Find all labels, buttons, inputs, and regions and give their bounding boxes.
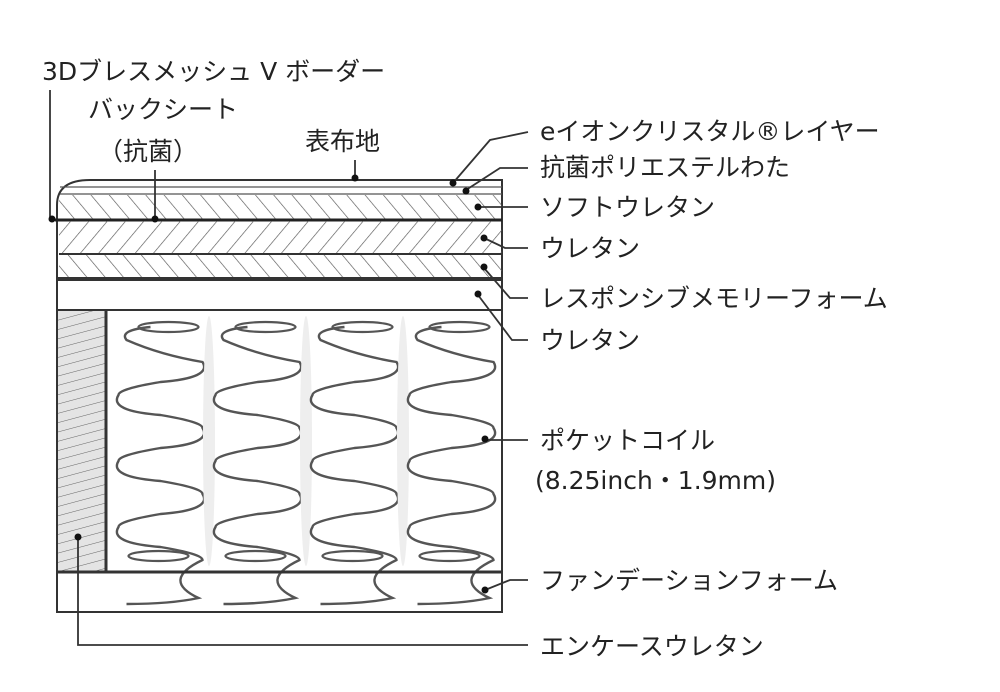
label-foundation-foam: ファンデーションフォーム <box>540 566 838 595</box>
label-encase-urethane: エンケースウレタン <box>540 632 764 661</box>
label-3d-mesh-border: 3Dブレスメッシュ V ボーダー <box>42 57 385 86</box>
leader-dots <box>48 174 489 594</box>
pocket-coil-spring <box>115 325 206 606</box>
memory-foam-layer <box>59 255 502 277</box>
coil-pocket-separator <box>203 316 215 566</box>
label-pocket-coil-spec: (8.25inch・1.9mm) <box>535 466 776 495</box>
soft-urethane-layer <box>59 195 502 219</box>
coil-end-ring <box>137 320 200 334</box>
label-cover-fabric: 表布地 <box>305 127 380 156</box>
coil-end-ring <box>418 549 481 563</box>
label-memory-foam: レスポンシブメモリーフォーム <box>540 284 888 313</box>
coil-end-ring <box>234 320 297 334</box>
coil-pocket-separator <box>300 316 312 566</box>
pocket-coils <box>115 316 497 606</box>
label-urethane-2: ウレタン <box>540 326 640 355</box>
coil-end-ring <box>321 549 384 563</box>
label-back-sheet: バックシート <box>88 95 238 124</box>
coil-end-ring <box>127 549 190 563</box>
leader-lines <box>49 90 529 646</box>
label-polyester: 抗菌ポリエステルわた <box>540 153 790 182</box>
label-soft-urethane: ソフトウレタン <box>540 193 715 222</box>
label-urethane-1: ウレタン <box>540 234 640 263</box>
coil-end-ring <box>224 549 287 563</box>
label-e-ion-layer: eイオンクリスタル®レイヤー <box>540 117 880 146</box>
urethane-layer-2 <box>56 279 503 311</box>
coil-section <box>56 309 503 573</box>
coil-pocket-separator <box>397 316 409 566</box>
coil-end-ring <box>428 320 491 334</box>
coil-end-ring <box>331 320 394 334</box>
pillow-top <box>55 179 503 279</box>
pocket-coil-spring <box>212 325 303 606</box>
label-pocket-coil: ポケットコイル <box>540 426 715 455</box>
encase-urethane-edge <box>58 311 106 571</box>
urethane-layer-1 <box>59 221 502 253</box>
pocket-coil-spring <box>406 325 497 606</box>
pocket-coil-spring <box>309 325 400 606</box>
foundation-foam-layer <box>56 571 503 613</box>
label-back-sheet-note: （抗菌） <box>98 137 198 166</box>
